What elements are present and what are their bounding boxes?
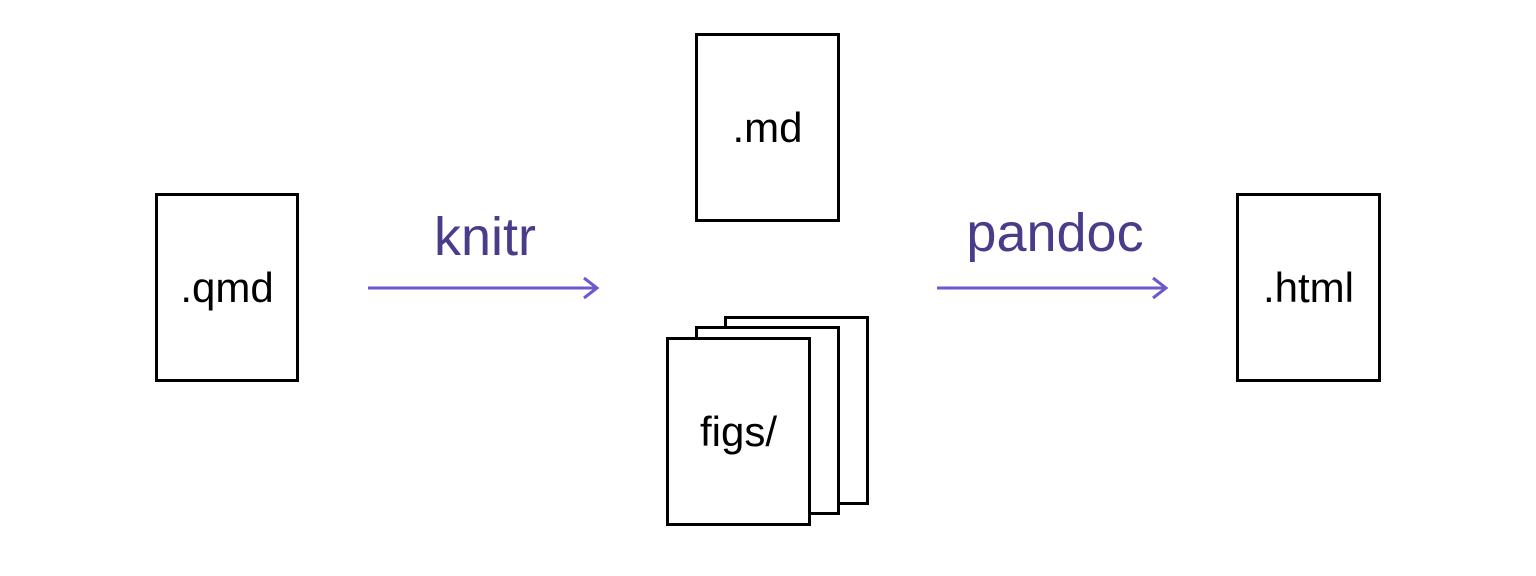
pandoc-step-label: pandoc — [966, 203, 1144, 263]
pandoc-arrow — [937, 276, 1169, 300]
knitr-step-label: knitr — [433, 207, 536, 267]
html-document-label: .html — [1262, 263, 1354, 311]
qmd-document: .qmd — [155, 193, 299, 382]
html-document: .html — [1236, 193, 1381, 382]
md-document-label: .md — [732, 103, 803, 151]
figs-document: figs/ — [666, 337, 811, 526]
md-document: .md — [695, 33, 840, 222]
qmd-document-label: .qmd — [180, 263, 274, 311]
knitr-arrow — [368, 276, 600, 300]
figs-document-label: figs/ — [699, 407, 778, 455]
